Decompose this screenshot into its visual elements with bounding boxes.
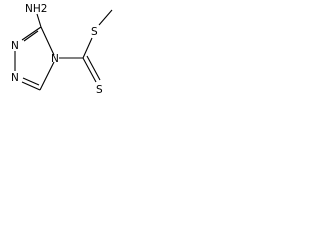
bond-c5-n4 [40, 26, 55, 56]
molecule-structure: NH2 N N N S S [11, 3, 113, 96]
n1-label: N [11, 40, 19, 52]
bond-n2-c3 [21, 81, 41, 91]
bond-c3-n4 [39, 61, 55, 91]
n2-label: N [11, 72, 19, 84]
bond-c-s-single [82, 37, 93, 59]
bond-n2-c3-double [22, 77, 40, 86]
n4-label: N [51, 53, 59, 65]
bond-c5-n1-double [23, 30, 39, 42]
bond-c5-n1 [21, 26, 42, 41]
bond-c-s-double-b [86, 55, 101, 81]
bond-c-s-double-a [82, 57, 97, 83]
amino-label: NH2 [25, 3, 47, 15]
thioether-sulfur-label: S [91, 26, 98, 38]
bond-c5-amino [36, 13, 42, 28]
thione-sulfur-label: S [96, 84, 103, 96]
bond-s-methyl [98, 9, 113, 26]
